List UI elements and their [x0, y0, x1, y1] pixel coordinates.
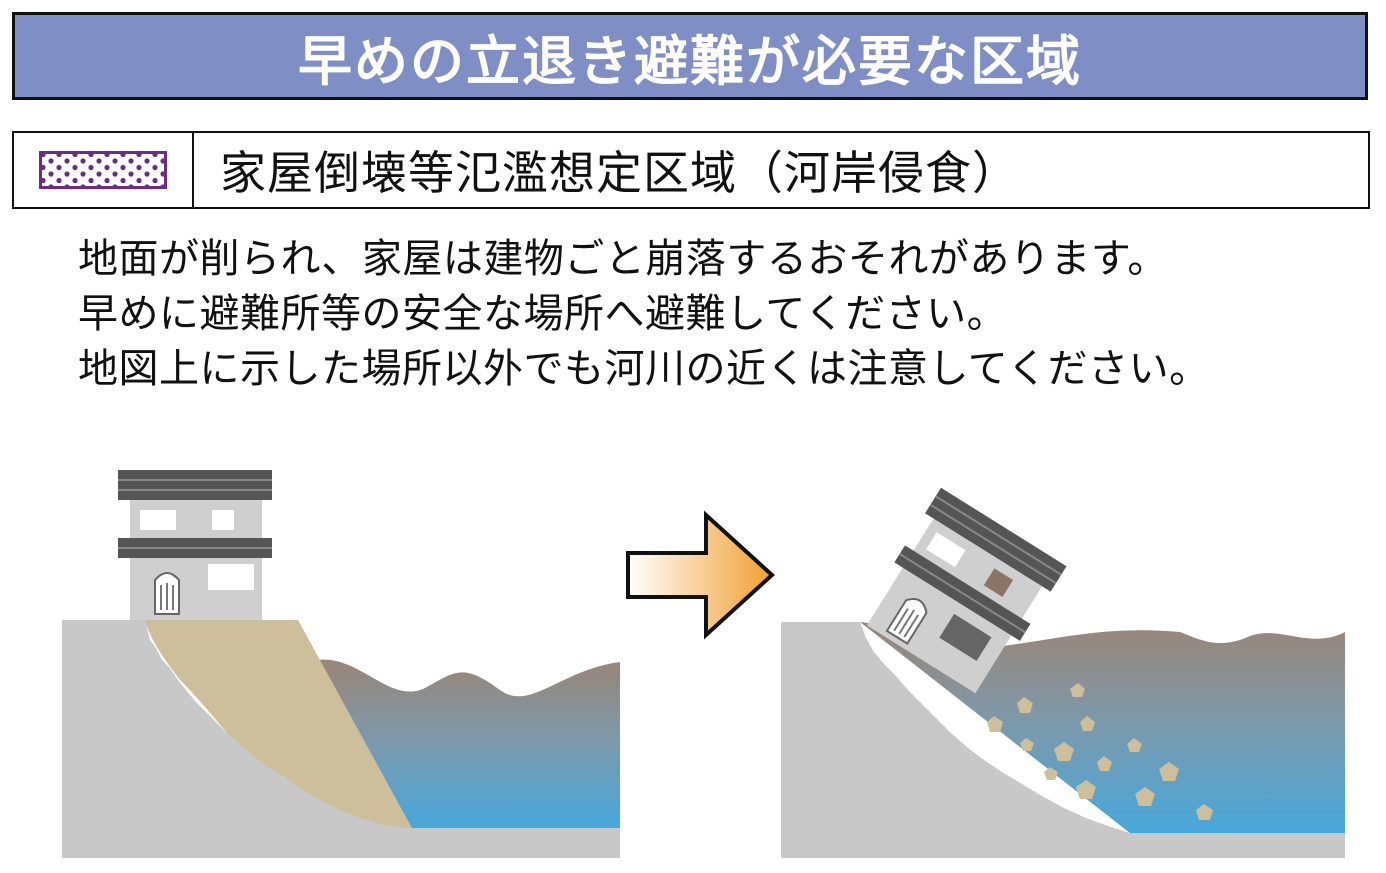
right-arrow-icon: [626, 510, 775, 640]
ground: [781, 622, 1345, 858]
description-line: 地面が削られ、家屋は建物ごと崩落するおそれがあります。: [78, 236, 1168, 282]
rock-debris: [987, 683, 1213, 820]
description: 地面が削られ、家屋は建物ごと崩落するおそれがあります。 早めに避難所等の安全な場…: [78, 232, 1368, 397]
river-water: [318, 659, 620, 828]
eroded-soil: [145, 620, 412, 828]
description-line: 早めに避難所等の安全な場所へ避難してください。: [78, 291, 1008, 337]
collapsing-house-icon: [866, 487, 1067, 694]
legend-label: 家屋倒壊等氾濫想定区域（河岸侵食）: [220, 146, 1019, 200]
ground: [62, 620, 620, 858]
legend-swatch-cell: [14, 133, 194, 207]
before-scene: [62, 470, 620, 858]
description-line: 地図上に示した場所以外でも河川の近くは注意してください。: [78, 346, 1210, 392]
purple-dotted-pattern-icon: [39, 151, 167, 189]
title-banner: 早めの立退き避難が必要な区域: [12, 12, 1368, 100]
legend-row: 家屋倒壊等氾濫想定区域（河岸侵食）: [12, 131, 1370, 209]
page-title: 早めの立退き避難が必要な区域: [298, 29, 1082, 93]
after-scene: [781, 487, 1345, 858]
house-on-riverbank-icon: [118, 470, 272, 620]
